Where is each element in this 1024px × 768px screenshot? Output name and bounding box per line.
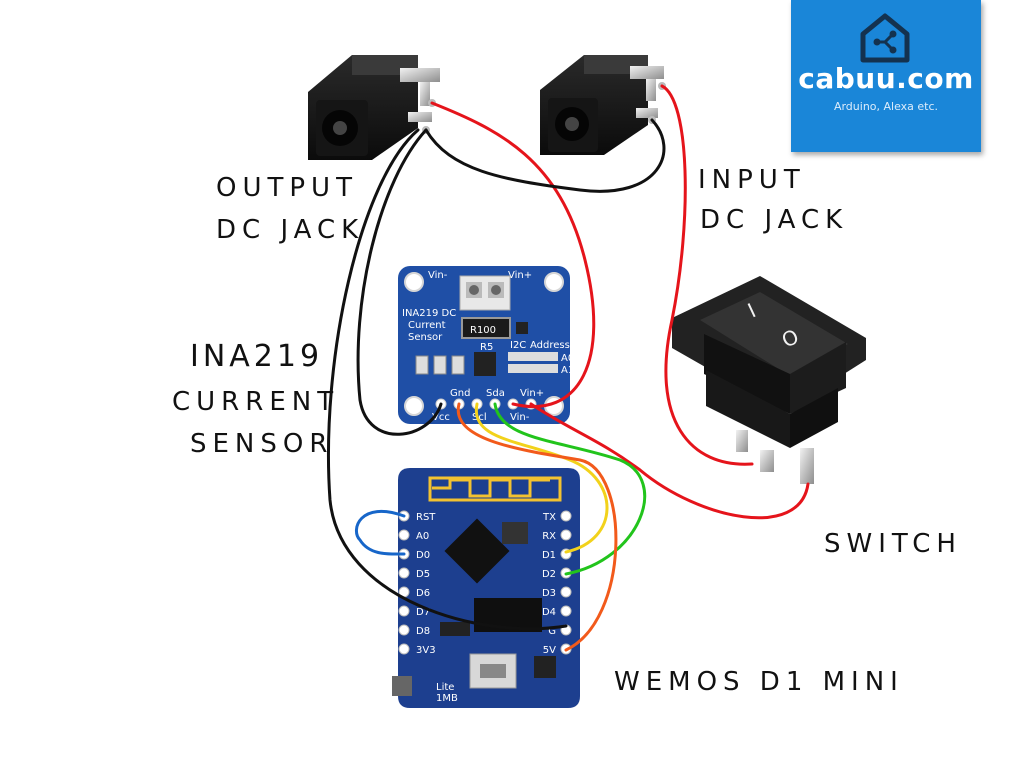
wemos-pin-left-a0: [398, 529, 410, 541]
wemos-pin-label-d2: D2: [542, 569, 556, 580]
wemos-pin-label-d7: D7: [416, 607, 430, 618]
rocker-switch: I O: [672, 276, 866, 484]
pin-vinplus-label: Vin+: [520, 388, 544, 399]
wemos-pin-label-d4: D4: [542, 607, 556, 618]
wemos-pin-label-d0: D0: [416, 550, 430, 561]
brand-name: cabuu.com: [798, 62, 974, 95]
wemos-pin-left-d7: [398, 605, 410, 617]
wemos-pin-label-d6: D6: [416, 588, 430, 599]
output-jack-label-line2: DC JACK: [216, 215, 364, 245]
wemos-pin-label-g: G: [548, 626, 556, 637]
wire-green-sda-to-d2: [493, 402, 647, 576]
wemos-pin-label-rx: RX: [542, 531, 556, 542]
wemos-pin-label-3v3: 3V3: [416, 645, 436, 656]
pin-scl-label: Scl: [472, 412, 487, 423]
pin-sda-label: Sda: [486, 388, 505, 399]
wire-red-output-to-vinminus: [430, 101, 596, 409]
wemos-pin-right-rx: [560, 529, 572, 541]
wemos-pin-label-rst: RST: [416, 512, 436, 523]
wemos-label: WEMOS D1 MINI: [614, 667, 904, 697]
input-dc-jack: [540, 55, 666, 155]
house-circuit-icon: [860, 13, 910, 63]
a0-label: A0: [561, 353, 574, 364]
wemos-pin-label-5v: 5V: [543, 645, 556, 656]
ina-vin-minus-top-label: Vin-: [428, 270, 448, 281]
wemos-pin-left-3v3: [398, 643, 410, 655]
ina-title-line1: INA219 DC: [402, 308, 456, 319]
output-jack-label-line1: OUTPUT: [216, 173, 358, 203]
wemos-pin-right-tx: [560, 510, 572, 522]
wemos-pin-label-d5: D5: [416, 569, 430, 580]
wire-orange-vcc-to-5v: [456, 402, 618, 652]
pin-gnd-label: Gnd: [450, 388, 470, 399]
wires: [326, 84, 810, 652]
wemos-pin-label-d8: D8: [416, 626, 430, 637]
r5-label: R5: [480, 342, 493, 353]
ina-vin-plus-top-label: Vin+: [508, 270, 532, 281]
input-jack-label-line1: INPUT: [698, 165, 806, 195]
ina-label-line3: SENSOR: [190, 429, 333, 459]
wemos-pin-left-d5: [398, 567, 410, 579]
wemos-mem-label: 1MB: [436, 693, 458, 704]
wire-red-input-to-switch: [660, 84, 754, 466]
wemos-lite-label: Lite: [436, 682, 454, 693]
shunt-resistor-label: R100: [470, 325, 496, 336]
wemos-pin-left-d8: [398, 624, 410, 636]
wemos-pin-right-d4: [560, 605, 572, 617]
output-dc-jack: [308, 55, 440, 160]
wemos-pin-right-d3: [560, 586, 572, 598]
ina-title-line2: Current: [408, 320, 446, 331]
wemos-pin-label-d1: D1: [542, 550, 556, 561]
wire-red-switch-to-vinplus: [529, 402, 810, 520]
wire-blue-rst-to-d0: [355, 509, 406, 556]
wire-black-jack-to-wemos-g: [326, 128, 568, 631]
wemos-pin-label-a0: A0: [416, 531, 429, 542]
ina-label-line1: INA219: [190, 339, 323, 374]
address-label: Address: [530, 340, 570, 351]
i2c-label: I2C: [510, 340, 526, 351]
wire-black-jack-to-ina-gnd: [356, 128, 443, 436]
wire-yellow-scl-to-d1: [474, 402, 609, 554]
a1-label: A1: [561, 365, 574, 376]
wemos-pin-label-tx: TX: [542, 512, 556, 523]
ina219-board: Vin- Vin+ INA219 DC Current Sensor R100 …: [398, 266, 574, 424]
pin-vcc-label: Vcc: [432, 412, 450, 423]
wemos-pin-label-d3: D3: [542, 588, 556, 599]
ina-title-line3: Sensor: [408, 332, 443, 343]
pin-vinminus-label: Vin-: [510, 412, 530, 423]
brand-box: cabuu.com Arduino, Alexa etc.: [791, 0, 981, 152]
wire-black-jack-ground: [424, 118, 666, 193]
input-jack-label-line2: DC JACK: [700, 205, 848, 235]
annotation-labels: OUTPUT DC JACK INPUT DC JACK INA219 CURR…: [172, 165, 962, 697]
brand-tagline: Arduino, Alexa etc.: [833, 100, 939, 113]
ina-label-line2: CURRENT: [172, 387, 339, 417]
switch-label: SWITCH: [824, 529, 962, 559]
